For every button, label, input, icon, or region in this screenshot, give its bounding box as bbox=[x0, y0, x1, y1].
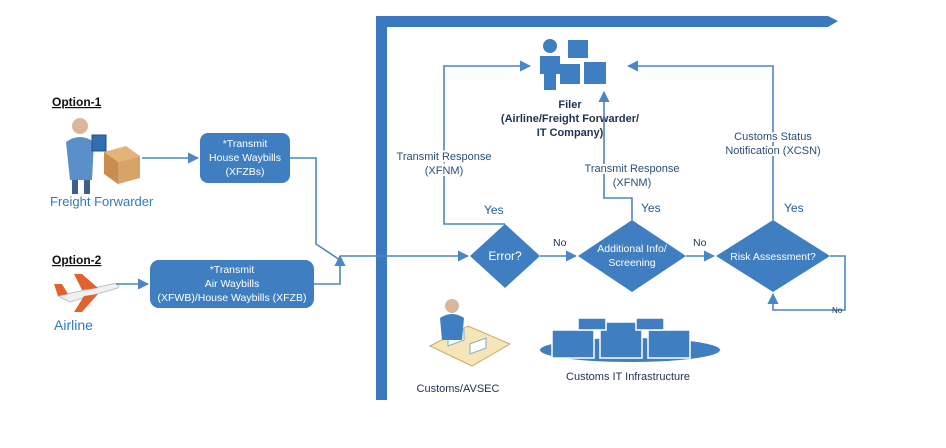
additional-info-line2: Screening bbox=[608, 257, 655, 269]
customs-avsec-label: Customs/AVSEC bbox=[417, 383, 500, 395]
freight-forwarder-icon bbox=[66, 118, 140, 194]
arrow-house-box-merge bbox=[290, 157, 341, 261]
house-waybills-line1: *Transmit bbox=[223, 138, 268, 150]
risk-assessment-decision: Risk Assessment? bbox=[716, 220, 830, 292]
option-1-label: Option-1 bbox=[52, 95, 102, 109]
arrow-risk-loop bbox=[767, 255, 846, 311]
arrow-air-box-merge bbox=[314, 254, 346, 285]
additional-info-line1: Additional Info/ bbox=[597, 243, 667, 255]
additional-no-label: No bbox=[693, 237, 707, 249]
risk-no-label: No bbox=[832, 306, 843, 315]
customs-zone-frame bbox=[376, 16, 838, 400]
risk-yes-label: Yes bbox=[784, 201, 804, 215]
option-2-label: Option-2 bbox=[52, 253, 102, 267]
transmit-air-waybills-box: *Transmit Air Waybills (XFWB)/House Wayb… bbox=[150, 260, 314, 308]
error-decision: Error? bbox=[470, 224, 540, 288]
customs-status-line1: Customs Status bbox=[734, 131, 812, 143]
house-waybills-line2: House Waybills bbox=[209, 152, 281, 164]
filer-icon bbox=[540, 39, 606, 90]
arrow-risk-yes-notification bbox=[626, 60, 774, 220]
air-waybills-line2: Air Waybills bbox=[205, 278, 259, 290]
filer-label-line1: Filer bbox=[558, 99, 582, 111]
transmit-house-waybills-box: *Transmit House Waybills (XFZBs) bbox=[200, 133, 290, 183]
transmit-response-mid-line1: Transmit Response bbox=[585, 163, 680, 175]
air-waybills-line1: *Transmit bbox=[210, 264, 255, 276]
customs-it-label: Customs IT Infrastructure bbox=[566, 371, 690, 383]
arrow-error-yes-response bbox=[443, 60, 532, 225]
it-infrastructure-icon bbox=[540, 317, 720, 362]
error-decision-label: Error? bbox=[488, 249, 522, 263]
additional-yes-label: Yes bbox=[641, 201, 661, 215]
freight-forwarder-label: Freight Forwarder bbox=[50, 194, 154, 209]
house-waybills-line3: (XFZBs) bbox=[225, 166, 264, 178]
air-waybills-line3: (XFWB)/House Waybills (XFZB) bbox=[158, 292, 307, 304]
transmit-response-left-line2: (XFNM) bbox=[425, 165, 464, 177]
customs-status-line2: Notification (XCSN) bbox=[725, 145, 820, 157]
filer-label-line3: IT Company) bbox=[537, 127, 604, 139]
risk-assessment-label: Risk Assessment? bbox=[730, 251, 816, 263]
transmit-response-mid-line2: (XFNM) bbox=[613, 177, 652, 189]
error-no-label: No bbox=[553, 237, 567, 249]
error-yes-label: Yes bbox=[484, 203, 504, 217]
customs-officer-icon bbox=[428, 299, 512, 367]
airplane-icon bbox=[54, 274, 119, 312]
additional-info-decision: Additional Info/ Screening bbox=[578, 220, 686, 292]
airline-label: Airline bbox=[54, 317, 93, 333]
arrow-additional-yes-response bbox=[598, 90, 633, 220]
filer-label-line2: (Airline/Freight Forwarder/ bbox=[501, 113, 639, 125]
transmit-response-left-line1: Transmit Response bbox=[397, 151, 492, 163]
